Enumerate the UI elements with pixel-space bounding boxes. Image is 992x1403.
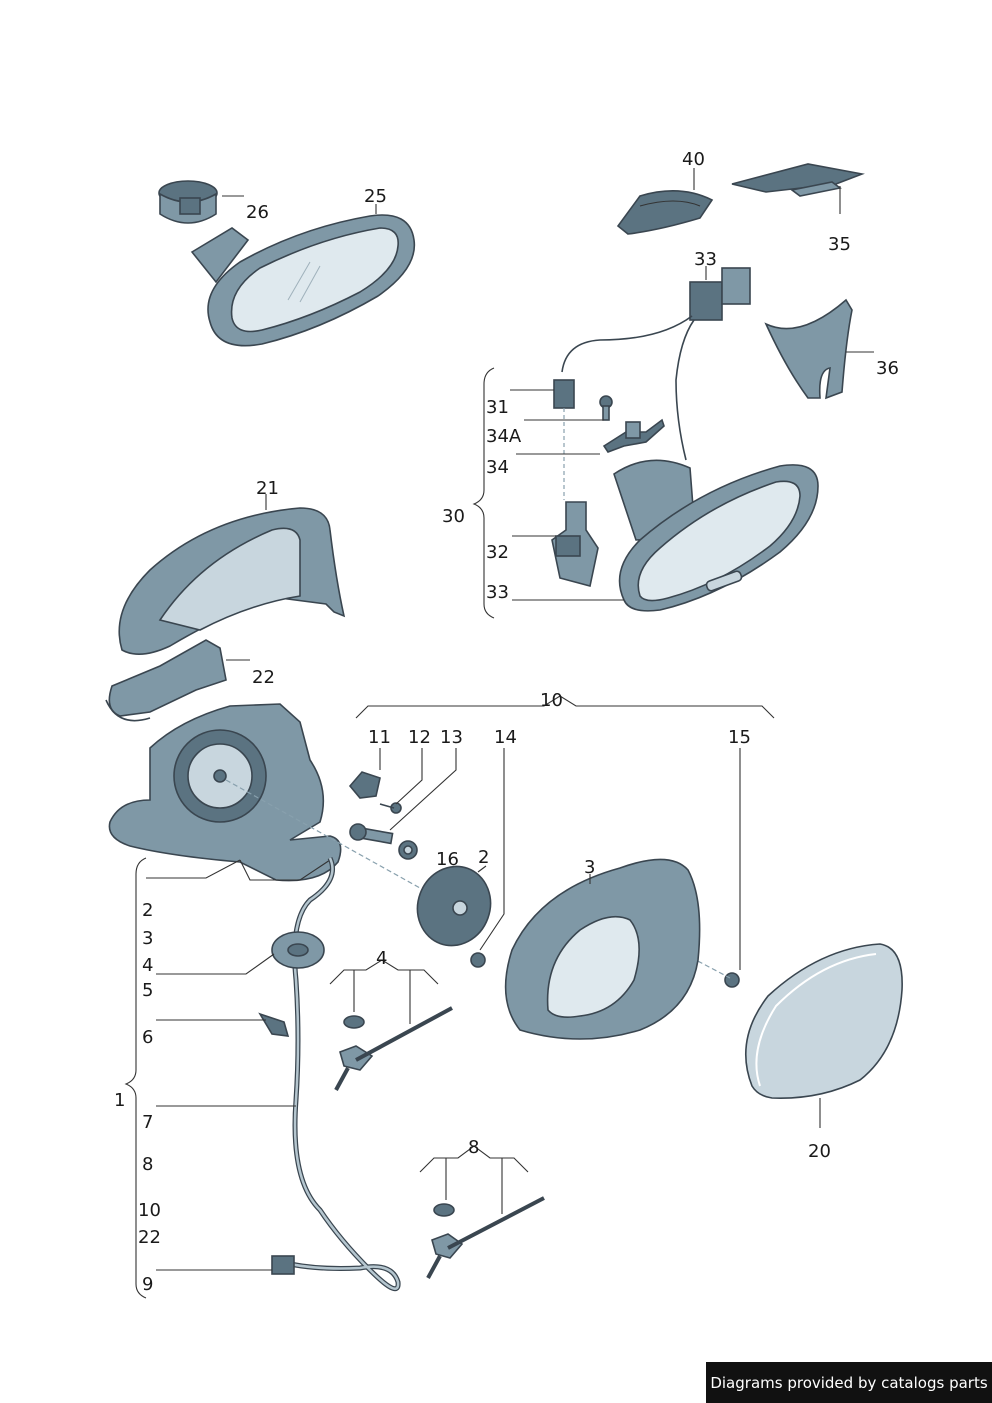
- part-16-nut: [398, 840, 418, 860]
- label-13: 13: [440, 727, 463, 748]
- label-10-top: 10: [540, 690, 563, 711]
- part-33-connector-top: [561, 267, 751, 461]
- label-34A: 34A: [486, 426, 522, 447]
- part-10-mirror-base: [108, 703, 342, 882]
- part-33-autodim-mirror: [613, 459, 819, 612]
- label-31: 31: [486, 397, 509, 418]
- part-3-mirror-frame: [504, 858, 701, 1040]
- part-31-connector: [553, 379, 575, 500]
- part-6-clip: [258, 1012, 290, 1037]
- part-40-cover: [616, 190, 714, 235]
- label-14: 14: [494, 727, 517, 748]
- label-32: 32: [486, 542, 509, 563]
- label-22-list: 22: [138, 1227, 161, 1248]
- part-9-connector: [271, 1255, 295, 1275]
- label-3-list: 3: [142, 928, 153, 949]
- label-5: 5: [142, 980, 153, 1001]
- wiring-harness: [258, 856, 401, 1292]
- label-20: 20: [808, 1141, 831, 1162]
- label-36: 36: [876, 358, 899, 379]
- label-10-list: 10: [138, 1200, 161, 1221]
- part-34A-screw: [599, 395, 613, 421]
- label-6: 6: [142, 1027, 153, 1048]
- label-33-bottom: 33: [486, 582, 509, 603]
- part-2-adapter-plate: [225, 779, 492, 947]
- label-8-list: 8: [142, 1154, 153, 1175]
- label-4-part: 4: [376, 948, 387, 969]
- label-4-list: 4: [142, 955, 153, 976]
- part-36-trim-cover: [764, 298, 853, 400]
- label-2-part: 2: [478, 847, 489, 868]
- label-40: 40: [682, 149, 705, 170]
- label-3-part: 3: [584, 857, 595, 878]
- footer-credit: Diagrams provided by catalogs parts: [706, 1362, 992, 1403]
- label-11: 11: [368, 727, 391, 748]
- label-30: 30: [442, 506, 465, 527]
- part-8-cable-tie-set: [426, 1196, 545, 1279]
- label-33-top: 33: [694, 249, 717, 270]
- leader-lines: [124, 168, 874, 1299]
- label-8-part: 8: [468, 1137, 479, 1158]
- part-35-bracket: [731, 163, 865, 197]
- label-2-list: 2: [142, 900, 153, 921]
- label-35: 35: [828, 234, 851, 255]
- label-26: 26: [246, 202, 269, 223]
- part-11-clip: [348, 771, 381, 799]
- part-22-bracket: [105, 639, 227, 722]
- label-7: 7: [142, 1112, 153, 1133]
- label-22-right: 22: [252, 667, 275, 688]
- part-14-screw: [470, 952, 486, 968]
- part-13-bolt: [349, 823, 394, 845]
- label-16: 16: [436, 849, 459, 870]
- part-26-mount-base: [158, 180, 218, 224]
- part-number-labels: 26 25 40 35 33 36 31 34A 34 30 32 33 21 …: [114, 149, 899, 1295]
- part-12-screw: [379, 802, 402, 814]
- part-21-housing-cap: [118, 507, 346, 655]
- label-25: 25: [364, 186, 387, 207]
- part-20-mirror-glass: [744, 943, 903, 1099]
- part-34-clip: [602, 418, 665, 453]
- part-25-rearview-mirror: [190, 214, 416, 347]
- label-12: 12: [408, 727, 431, 748]
- label-21: 21: [256, 478, 279, 499]
- label-9: 9: [142, 1274, 153, 1295]
- label-15: 15: [728, 727, 751, 748]
- label-34: 34: [486, 457, 509, 478]
- part-32-sensor: [551, 501, 599, 587]
- label-1: 1: [114, 1090, 125, 1111]
- part-5-cable-tie-set: [334, 1006, 453, 1091]
